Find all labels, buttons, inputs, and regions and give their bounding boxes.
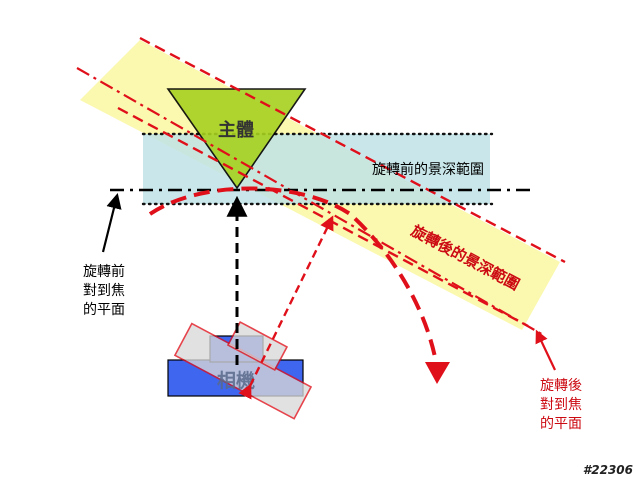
rotation-arc xyxy=(148,186,438,363)
focus-before-line-3: 的平面 xyxy=(83,302,125,318)
rotated-axis-arrow xyxy=(238,215,334,400)
rotation-arrow-head xyxy=(425,362,450,384)
dof-before-label: 旋轉前的景深範圍 xyxy=(372,161,484,178)
dof-after-bottom-edge xyxy=(117,106,529,328)
focus-before-line-1: 旋轉前 xyxy=(83,263,125,280)
focus-before-label: 旋轉前 對到焦 的平面 xyxy=(83,263,125,318)
camera-label: 相機 xyxy=(217,369,255,392)
focus-before-line-2: 對到焦 xyxy=(83,283,125,299)
watermark: #22306 xyxy=(583,463,633,477)
focus-after-label: 旋轉後 對到焦 的平面 xyxy=(540,378,582,432)
focus-after-line-3: 的平面 xyxy=(540,416,582,432)
dof-after-top-edge xyxy=(139,36,566,264)
focus-after-line-1: 旋轉後 xyxy=(540,378,582,394)
focus-after-pointer xyxy=(535,329,556,371)
camera: 相機 xyxy=(167,320,313,420)
focus-after-line-2: 對到焦 xyxy=(540,397,582,413)
focus-plane-after xyxy=(76,67,546,337)
focus-before-pointer xyxy=(101,193,122,253)
subject-label: 主體 xyxy=(218,119,254,141)
